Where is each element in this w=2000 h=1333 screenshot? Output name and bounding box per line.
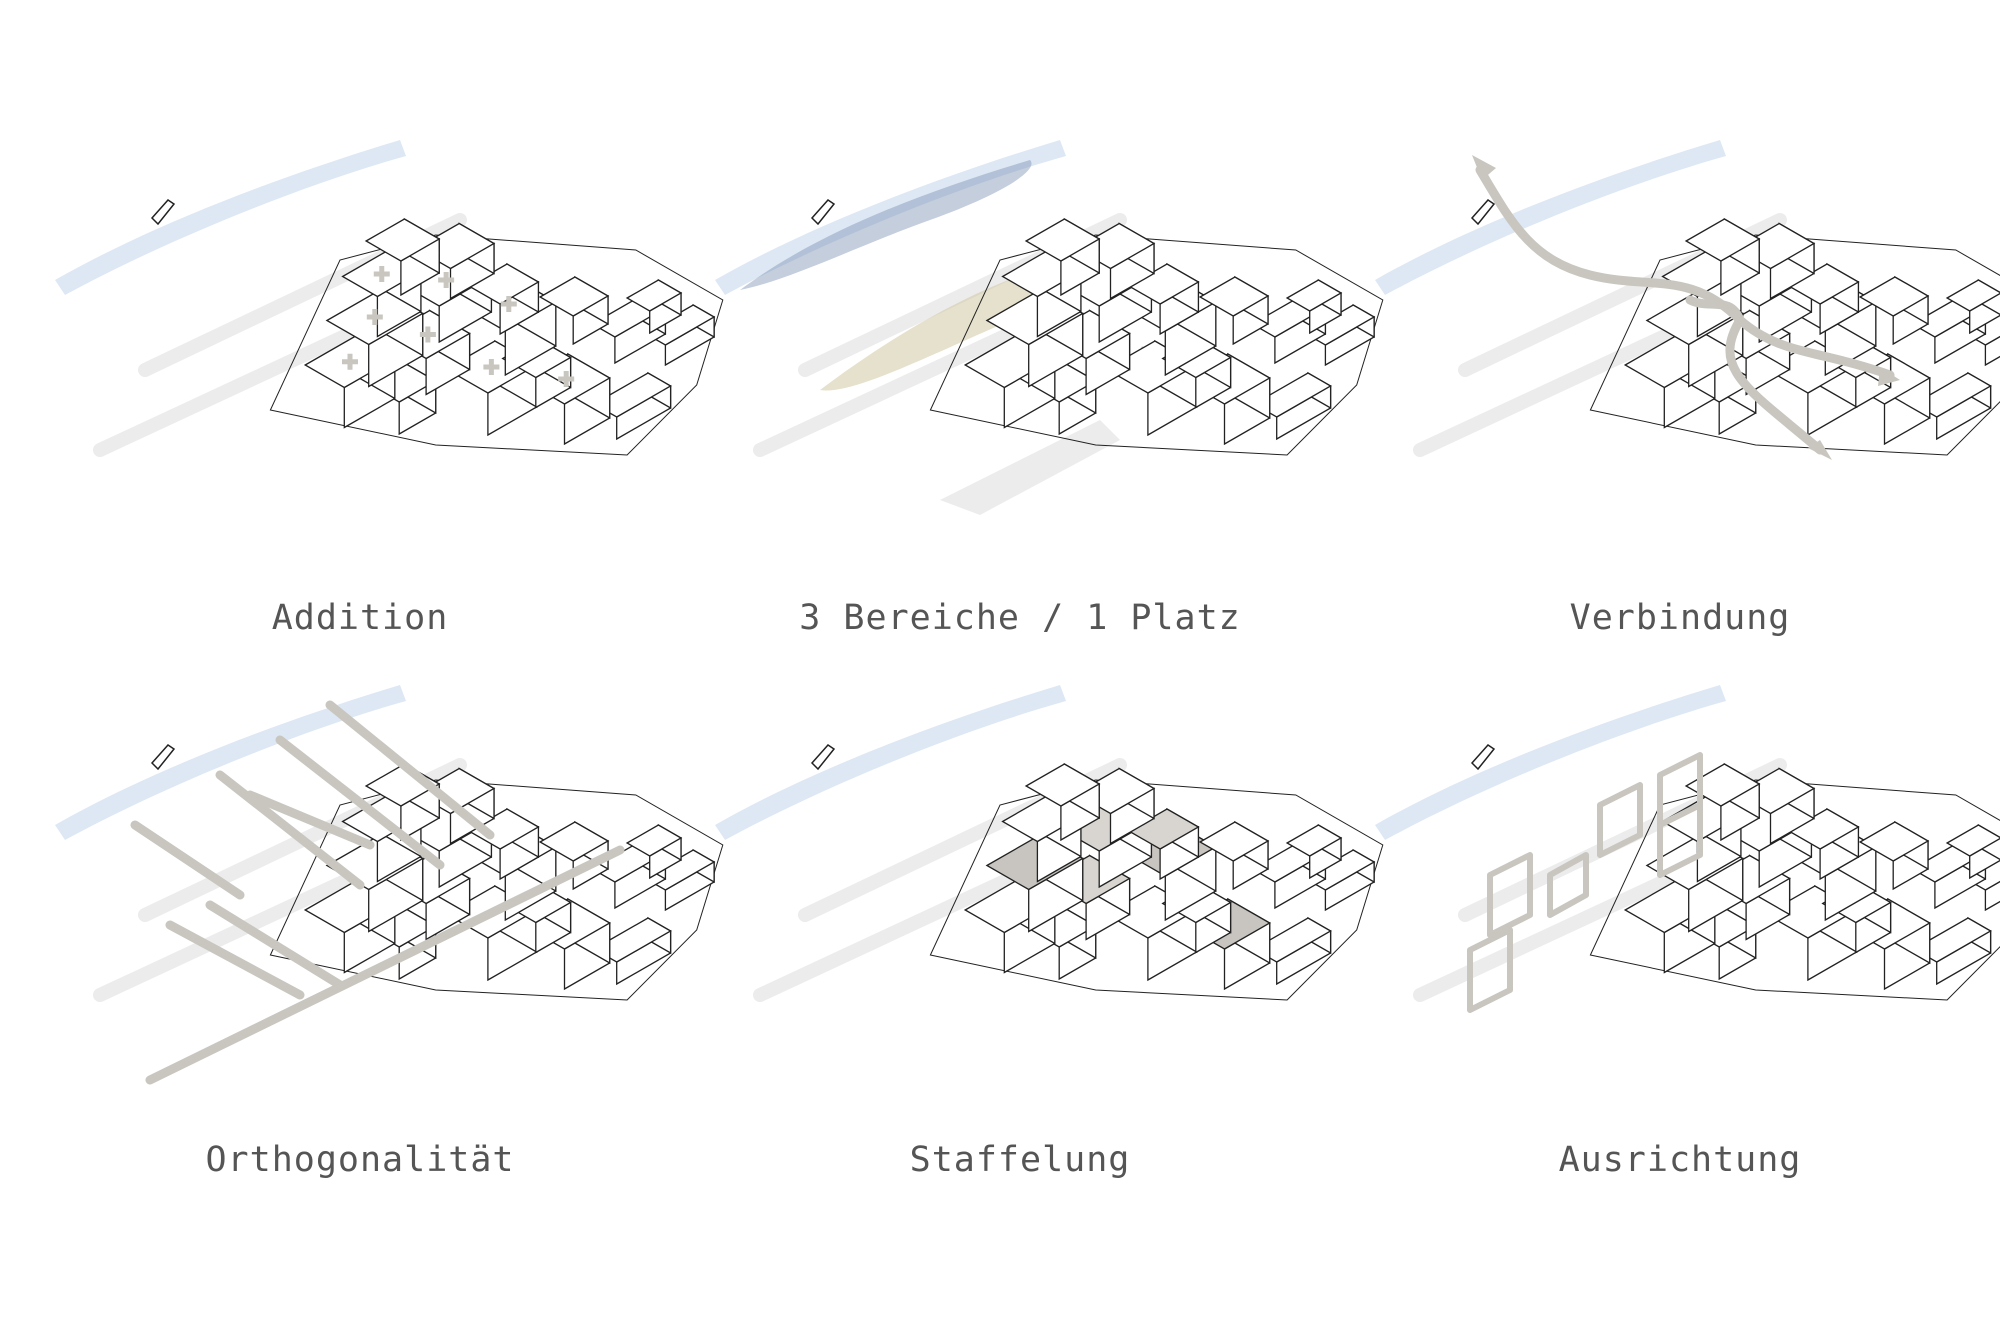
pier bbox=[150, 199, 176, 226]
site-outline bbox=[269, 234, 724, 456]
grid-line-main bbox=[145, 845, 625, 1085]
diagram-orthogonalitaet bbox=[55, 685, 724, 1085]
zone-north bbox=[740, 160, 1032, 290]
diagram-panel-bereiche bbox=[700, 140, 1384, 580]
plus-icon-1 bbox=[366, 309, 383, 325]
building-roof-10 bbox=[1198, 821, 1270, 862]
diagram-panel-staffelung bbox=[700, 685, 1384, 1125]
caption-addition: Addition bbox=[271, 598, 449, 638]
building-face-left-15 bbox=[1984, 880, 2000, 912]
building-roof-10 bbox=[1198, 276, 1270, 317]
grid-line-2 bbox=[275, 735, 445, 870]
pier bbox=[1470, 744, 1496, 771]
diagram-panel-ausrichtung bbox=[1360, 685, 2000, 1125]
building-face-left-15 bbox=[1984, 335, 2000, 367]
plus-icon-6 bbox=[483, 359, 500, 375]
arrow-head-north-icon bbox=[1472, 155, 1496, 180]
frame-outline-1 bbox=[1467, 927, 1513, 1013]
site-outline bbox=[1589, 779, 2000, 1001]
building-roof-6 bbox=[1024, 218, 1101, 262]
building-roof-10 bbox=[538, 821, 610, 862]
building-roof-17 bbox=[1945, 279, 2000, 312]
diagram-panel-orthogonalitaet bbox=[40, 685, 724, 1125]
pier bbox=[1470, 199, 1496, 226]
frame-outline-5 bbox=[1657, 802, 1703, 878]
plus-icon-4 bbox=[438, 272, 455, 288]
buildings bbox=[963, 217, 1376, 446]
building-roof-10 bbox=[1858, 821, 1930, 862]
diagram-staffelung bbox=[715, 685, 1384, 1002]
path-main bbox=[1475, 165, 1895, 380]
river bbox=[55, 140, 406, 295]
river bbox=[715, 140, 1066, 295]
building-roof-6 bbox=[1684, 218, 1761, 262]
path-network bbox=[1472, 155, 1900, 460]
buildings bbox=[963, 762, 1376, 991]
building-roof-17 bbox=[1285, 824, 1343, 857]
frame-outline-0 bbox=[1487, 852, 1533, 938]
river bbox=[55, 685, 406, 840]
building-roof-6 bbox=[1024, 763, 1101, 807]
frame-outline-3 bbox=[1597, 782, 1643, 858]
diagram-panel-verbindung bbox=[1360, 140, 2000, 580]
grid-lines bbox=[130, 700, 625, 1085]
buildings bbox=[1623, 762, 2000, 991]
street-lower bbox=[93, 308, 397, 457]
building-roof-17 bbox=[625, 824, 683, 857]
diagram-panel-addition bbox=[40, 140, 724, 580]
street-lower bbox=[753, 308, 1057, 457]
caption-bereiche: 3 Bereiche / 1 Platz bbox=[799, 598, 1241, 638]
site-outline bbox=[929, 779, 1384, 1001]
river bbox=[1375, 685, 1726, 840]
street-lower bbox=[1413, 308, 1717, 457]
grid-line-6 bbox=[245, 790, 375, 850]
zone-south bbox=[940, 420, 1120, 515]
pier bbox=[150, 744, 176, 771]
plus-icon-5 bbox=[500, 296, 517, 312]
grid-line-3 bbox=[325, 700, 495, 840]
arrow-head-east-icon bbox=[1878, 367, 1900, 386]
frames bbox=[1467, 752, 1703, 1013]
building-roof-6 bbox=[1684, 763, 1761, 807]
zones bbox=[740, 160, 1214, 515]
path-branch-1 bbox=[1685, 295, 1745, 325]
caption-staffelung: Staffelung bbox=[909, 1140, 1131, 1180]
site-outline bbox=[269, 779, 724, 1001]
street-lower bbox=[753, 853, 1057, 1002]
grid-line-4 bbox=[165, 920, 305, 1000]
diagram-addition bbox=[55, 140, 724, 457]
diagram-bereiche bbox=[715, 140, 1384, 515]
caption-verbindung: Verbindung bbox=[1569, 598, 1791, 638]
pier bbox=[810, 199, 836, 226]
buildings bbox=[1623, 217, 2000, 446]
building-roof-10 bbox=[538, 276, 610, 317]
diagram-verbindung bbox=[1375, 140, 2000, 460]
plus-icon-3 bbox=[373, 266, 390, 282]
caption-ausrichtung: Ausrichtung bbox=[1558, 1140, 1802, 1180]
grid-line-0 bbox=[130, 820, 245, 900]
plus-icon-0 bbox=[342, 353, 359, 370]
river bbox=[1375, 140, 1726, 295]
building-roof-17 bbox=[1945, 824, 2000, 857]
diagram-ausrichtung bbox=[1375, 685, 2000, 1013]
building-roof-10 bbox=[1858, 276, 1930, 317]
grid-line-1 bbox=[215, 770, 365, 890]
frame-outline-2 bbox=[1547, 852, 1589, 918]
building-roof-17 bbox=[625, 279, 683, 312]
plus-icon-2 bbox=[419, 326, 436, 343]
plus-icon-7 bbox=[558, 371, 575, 387]
building-roof-17 bbox=[1285, 279, 1343, 312]
site-outline bbox=[929, 234, 1384, 456]
river bbox=[715, 685, 1066, 840]
arrow-head-south-icon bbox=[1808, 440, 1832, 460]
caption-orthogonalitaet: Orthogonalität bbox=[205, 1140, 515, 1180]
grid-line-5 bbox=[205, 900, 345, 990]
building-roof-6 bbox=[364, 218, 441, 262]
path-branch-2 bbox=[1725, 315, 1825, 455]
pier bbox=[810, 744, 836, 771]
plus-signs bbox=[342, 266, 575, 387]
